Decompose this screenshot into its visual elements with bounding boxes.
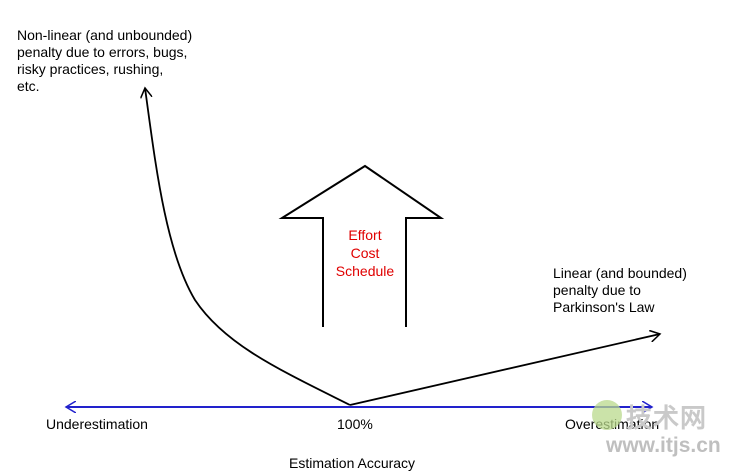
- underestimation-label: Underestimation: [46, 416, 148, 432]
- annotation-line: Parkinson's Law: [553, 299, 655, 315]
- linear-penalty-line: [349, 334, 660, 406]
- annotation-line: risky practices, rushing,: [17, 61, 164, 77]
- watermark-logo-icon: [592, 400, 622, 430]
- nonlinear-penalty-annotation: Non-linear (and unbounded) penalty due t…: [17, 27, 192, 95]
- watermark: 技术网 www.itjs.cn: [586, 396, 726, 466]
- center-accuracy-label: 100%: [337, 416, 373, 432]
- linear-penalty-annotation: Linear (and bounded) penalty due to Park…: [553, 265, 687, 316]
- annotation-line: Non-linear (and unbounded): [17, 27, 193, 43]
- schedule-label: Schedule: [335, 263, 395, 279]
- annotation-line: etc.: [17, 78, 40, 94]
- effort-label: Effort: [348, 227, 382, 243]
- annotation-line: penalty due to: [553, 282, 641, 298]
- watermark-brand: 技术网: [626, 403, 708, 433]
- annotation-line: Linear (and bounded): [553, 265, 687, 281]
- watermark-url: www.itjs.cn: [606, 434, 721, 457]
- nonlinear-penalty-curve: [145, 88, 351, 406]
- axis-title: Estimation Accuracy: [289, 455, 416, 471]
- cost-label: Cost: [350, 245, 380, 261]
- annotation-line: penalty due to errors, bugs,: [17, 44, 188, 60]
- upward-block-arrow: [278, 164, 445, 327]
- arrow-box-labels: Effort Cost Schedule: [328, 226, 402, 280]
